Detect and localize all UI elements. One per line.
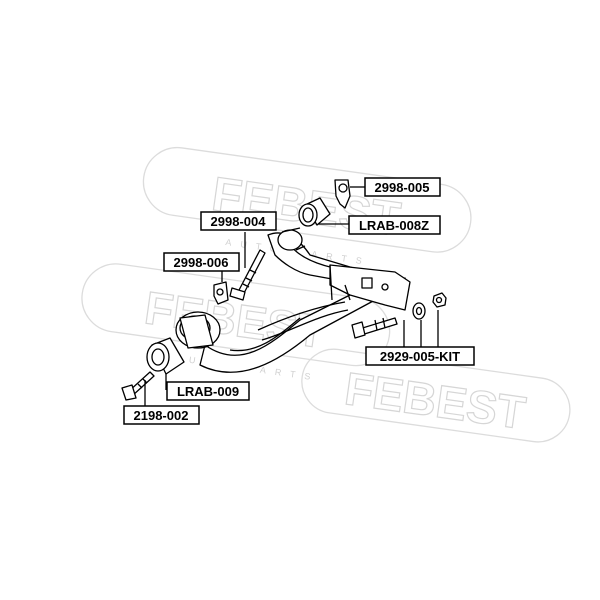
label-LRAB-008Z[interactable]: LRAB-008Z xyxy=(348,215,441,235)
label-2198-002[interactable]: 2198-002 xyxy=(123,405,200,425)
label-LRAB-009[interactable]: LRAB-009 xyxy=(166,381,250,401)
label-text: 2998-006 xyxy=(174,255,229,270)
label-text: 2929-005-KIT xyxy=(380,349,460,364)
label-text: 2998-004 xyxy=(211,214,267,229)
part-2998-006-washer xyxy=(213,281,229,305)
part-2929-005-KIT xyxy=(351,292,447,339)
label-2998-006[interactable]: 2998-006 xyxy=(163,252,240,272)
label-text: LRAB-008Z xyxy=(359,218,429,233)
part-2998-004-bolt xyxy=(229,249,266,301)
label-2998-005[interactable]: 2998-005 xyxy=(364,177,441,197)
part-2198-002-bolt xyxy=(121,371,155,401)
label-text: LRAB-009 xyxy=(177,384,239,399)
label-text: 2998-005 xyxy=(375,180,430,195)
label-2998-004[interactable]: 2998-004 xyxy=(200,211,277,231)
control-arm xyxy=(175,227,411,373)
label-2929-005-KIT[interactable]: 2929-005-KIT xyxy=(365,346,475,366)
part-2998-005-washer xyxy=(334,179,351,209)
part-LRAB-009-bushing xyxy=(146,337,185,375)
label-text: 2198-002 xyxy=(134,408,189,423)
part-LRAB-008Z-bushing xyxy=(298,197,331,227)
